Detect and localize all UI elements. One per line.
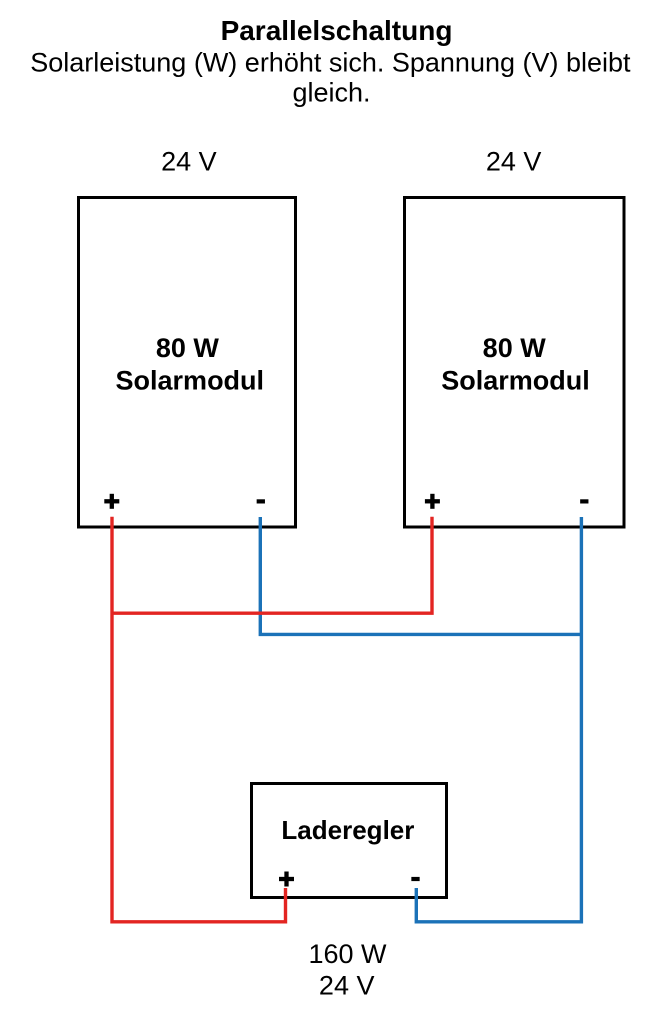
svg-text:160 W: 160 W: [308, 939, 387, 969]
svg-text:80 W: 80 W: [156, 333, 220, 363]
svg-text:Solarmodul: Solarmodul: [441, 366, 590, 396]
svg-text:Solarmodul: Solarmodul: [116, 366, 265, 396]
svg-text:Parallelschaltung: Parallelschaltung: [221, 15, 453, 46]
svg-text:24 V: 24 V: [486, 147, 542, 177]
svg-text:24 V: 24 V: [161, 147, 217, 177]
svg-text:gleich.: gleich.: [292, 77, 370, 107]
svg-text:80 W: 80 W: [483, 333, 547, 363]
svg-text:24 V: 24 V: [319, 970, 375, 1000]
svg-text:Solarleistung (W) erhöht sich.: Solarleistung (W) erhöht sich. Spannung …: [30, 48, 631, 78]
svg-text:Laderegler: Laderegler: [281, 815, 414, 845]
